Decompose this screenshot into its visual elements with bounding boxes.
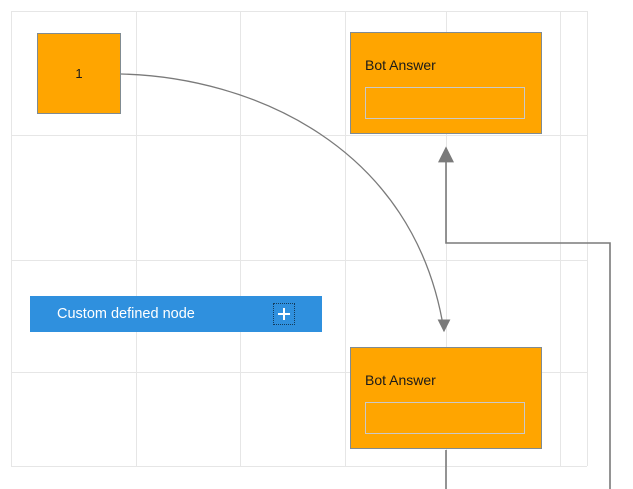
- grid-line-vertical: [11, 11, 12, 466]
- grid-line-vertical: [136, 11, 137, 466]
- grid-line-horizontal: [11, 466, 587, 467]
- grid-line-horizontal: [11, 372, 587, 373]
- start-node-label: 1: [75, 65, 83, 81]
- grid-line-vertical: [560, 11, 561, 466]
- grid-line-vertical: [345, 11, 346, 466]
- custom-defined-node-button[interactable]: Custom defined node: [30, 296, 322, 332]
- grid-line-horizontal: [11, 11, 587, 12]
- bot-answer-slot[interactable]: [365, 87, 525, 119]
- grid-line-horizontal: [11, 260, 587, 261]
- bot-answer-node-top[interactable]: Bot Answer: [350, 32, 542, 134]
- grid-line-vertical: [240, 11, 241, 466]
- plus-icon[interactable]: [273, 303, 295, 325]
- custom-defined-node-label: Custom defined node: [57, 306, 195, 322]
- start-node[interactable]: 1: [37, 33, 121, 114]
- grid-line-vertical: [587, 11, 588, 466]
- bot-answer-title: Bot Answer: [365, 372, 436, 388]
- bot-answer-node-bottom[interactable]: Bot Answer: [350, 347, 542, 449]
- grid-line-horizontal: [11, 135, 587, 136]
- bot-answer-slot[interactable]: [365, 402, 525, 434]
- bot-answer-title: Bot Answer: [365, 57, 436, 73]
